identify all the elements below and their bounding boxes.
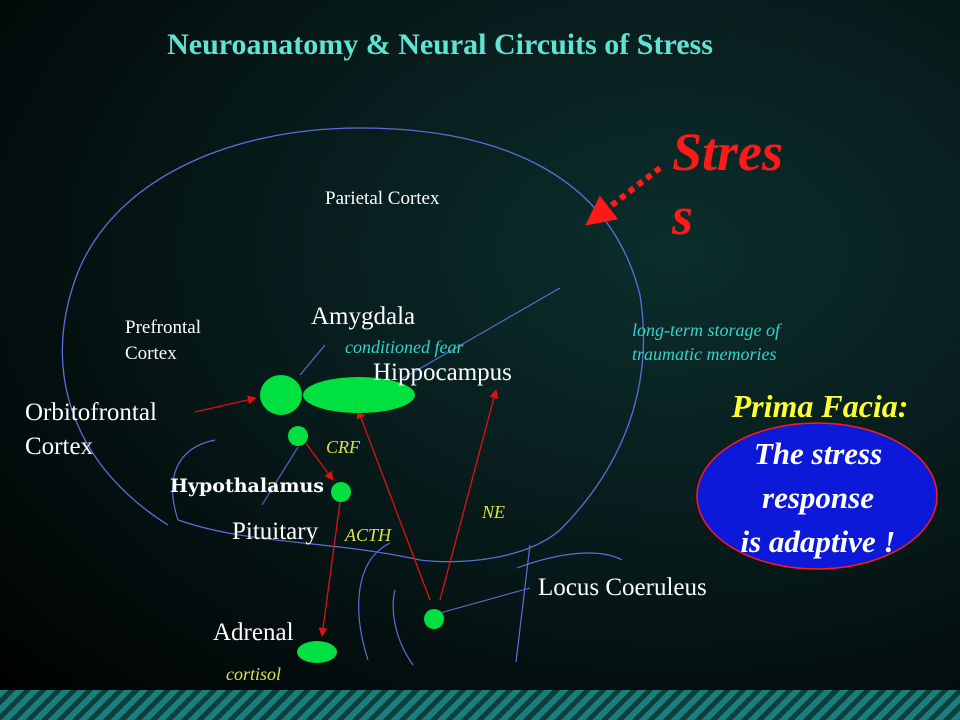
locus-leader	[439, 587, 531, 614]
amygdala-node	[260, 375, 302, 415]
long-term-storage-label: long-term storage of traumatic memories	[632, 320, 780, 364]
callout-text: The stress response is adaptive !	[740, 436, 896, 559]
hippocampus-node	[303, 377, 415, 413]
callout-heading: Prima Facia:	[731, 388, 909, 424]
pituitary-node	[331, 482, 351, 502]
cerebellum-contour	[516, 552, 623, 569]
brainstem-left	[358, 542, 391, 661]
orbitofrontal-to-amygdala-arrow	[194, 395, 257, 413]
stress-label: Stress	[672, 122, 784, 246]
prefrontal-cortex-label: Prefrontal Cortex	[125, 317, 201, 364]
adrenal-node	[297, 641, 337, 663]
crf-node	[288, 426, 308, 446]
page-title: Neuroanatomy & Neural Circuits of Stress	[167, 28, 713, 61]
hypothalamus-leader	[261, 446, 299, 506]
footer-stripe-bar	[0, 690, 960, 720]
brain-outline	[61, 127, 645, 563]
brainstem-right	[515, 544, 531, 663]
brain-inner-contour	[177, 519, 421, 561]
ne-arrow	[439, 389, 499, 601]
orbital-contour	[172, 439, 216, 521]
locus-to-amygdala-arrow	[356, 409, 431, 601]
hypothalamus-label: Hypothalamus	[170, 475, 324, 497]
conditioned-fear-label: conditioned fear	[345, 337, 464, 357]
adrenal-label: Adrenal	[213, 619, 294, 646]
cortisol-label: cortisol	[226, 664, 282, 684]
amygdala-leader	[299, 344, 326, 376]
locus-node	[424, 609, 444, 629]
callout-oval	[696, 422, 938, 570]
acth-arrow	[318, 501, 341, 637]
crf-arrow	[304, 441, 334, 481]
orbitofrontal-cortex-label: Orbitofrontal Cortex	[25, 399, 157, 460]
brainstem-mid	[392, 589, 414, 666]
pituitary-label: Pituitary	[232, 518, 319, 545]
crf-label: CRF	[326, 437, 360, 457]
amygdala-label: Amygdala	[311, 303, 416, 330]
hippocampus-label: Hippocampus	[373, 359, 512, 386]
hippocampus-leader	[399, 287, 561, 381]
ne-label: NE	[482, 502, 506, 522]
acth-label: ACTH	[345, 525, 392, 545]
parietal-cortex-label: Parietal Cortex	[325, 188, 440, 209]
stress-arrow	[585, 165, 662, 226]
locus-coeruleus-label: Locus Coeruleus	[538, 574, 707, 601]
